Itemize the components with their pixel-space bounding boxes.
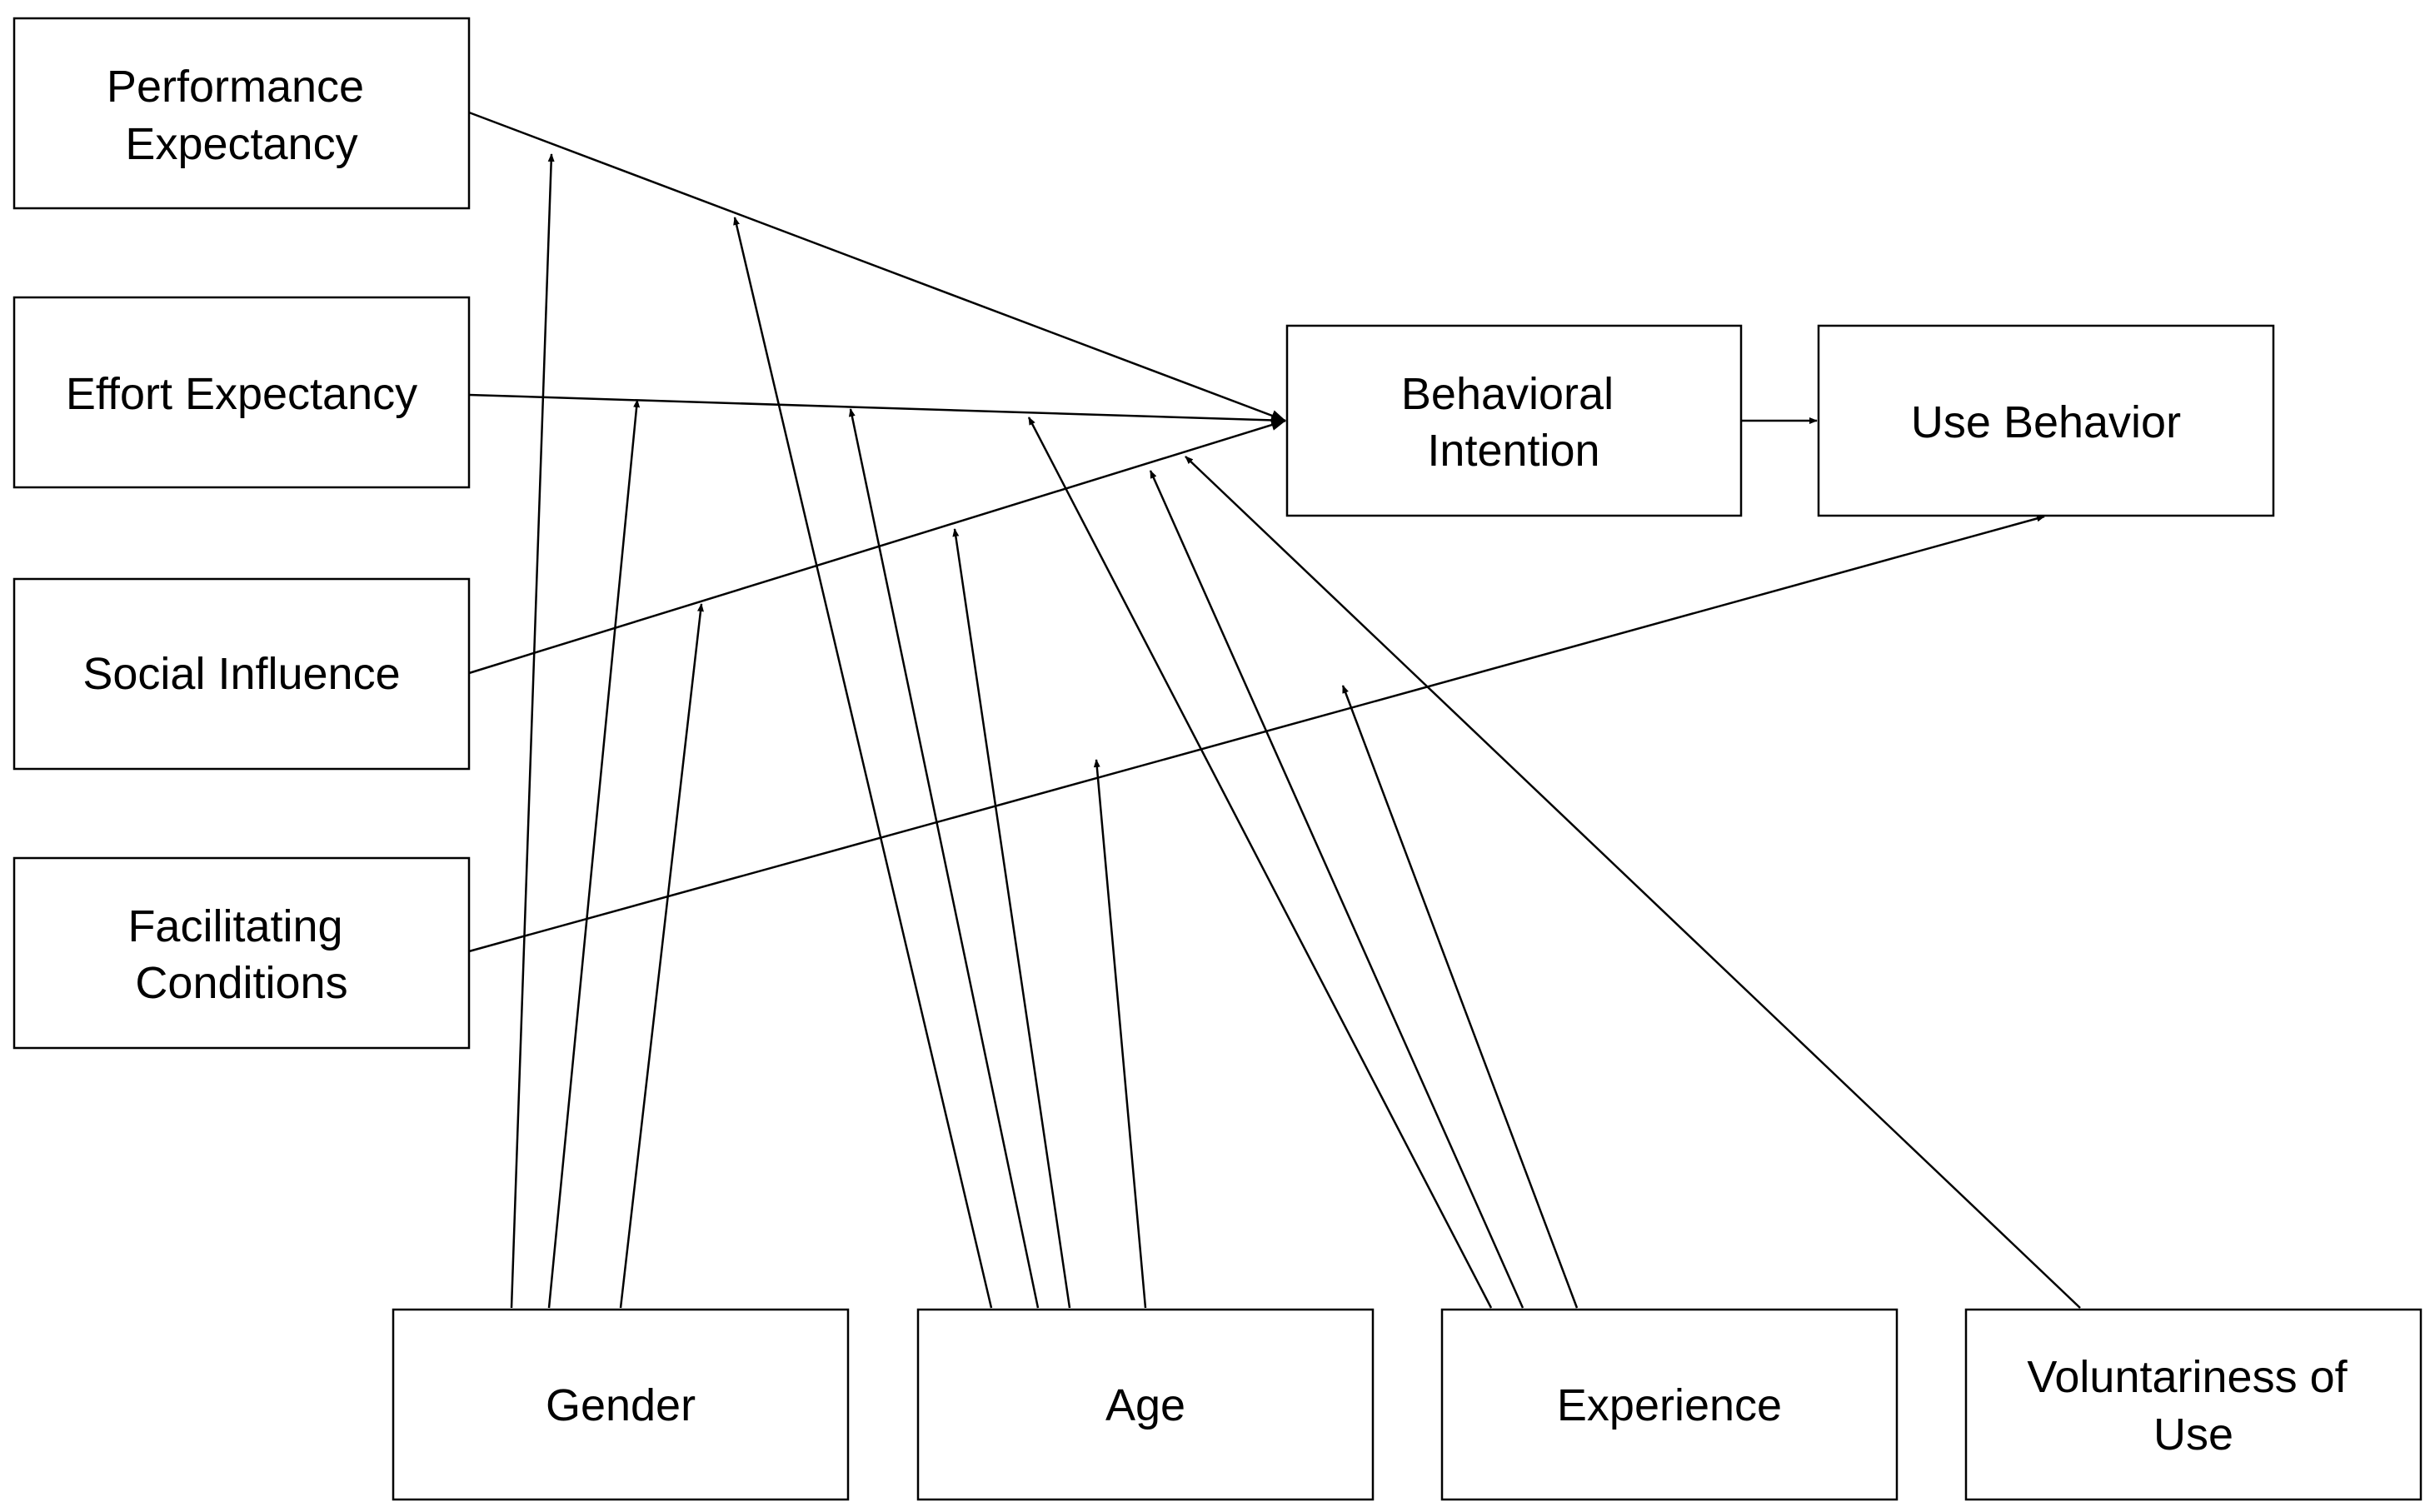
edge-age-to-social-moderation	[952, 528, 1071, 1309]
node-use-behavior-line-1: Use Behavior	[1911, 397, 2181, 447]
edge-gender-to-social-moderation	[619, 603, 704, 1309]
edge-experience-to-facilitating-moderation	[1341, 685, 1579, 1309]
node-voluntariness-of-use-line-1: Voluntariness of	[2027, 1352, 2348, 1402]
node-performance-expectancy-line-2: Expectancy	[125, 119, 357, 169]
svg-text:Behavioral Intention: Behavioral Intention	[1401, 369, 1626, 476]
svg-text:Gender: Gender	[546, 1380, 696, 1430]
node-age-line-1: Age	[1105, 1380, 1185, 1430]
node-effort-expectancy: Effort Expectancy	[12, 296, 471, 489]
edge-social-influence-to-behavioral-intention	[468, 419, 1286, 675]
svg-text:Use Behavior: Use Behavior	[1911, 397, 2181, 447]
svg-text:Voluntariness of Use: Voluntariness of Use	[2027, 1352, 2359, 1460]
node-experience-line-1: Experience	[1557, 1380, 1782, 1430]
node-facilitating-conditions: Facilitating Conditions	[12, 856, 471, 1050]
node-performance-expectancy-line-1: Performance	[107, 62, 364, 112]
node-gender: Gender	[392, 1308, 850, 1501]
edge-voluntariness-to-social-moderation	[1185, 456, 2081, 1309]
svg-text:Social Influence: Social Influence	[82, 649, 400, 699]
node-facilitating-conditions-line-1: Facilitating	[127, 901, 342, 951]
edge-age-to-performance-moderation	[733, 217, 993, 1309]
svg-text:Age: Age	[1105, 1380, 1185, 1430]
edge-facilitating-conditions-to-use-behavior	[468, 515, 2045, 953]
edge-experience-to-effort-moderation	[1027, 417, 1493, 1309]
svg-text:Experience: Experience	[1557, 1380, 1782, 1430]
node-facilitating-conditions-line-2: Conditions	[135, 958, 347, 1008]
edge-gender-to-effort-moderation	[547, 399, 641, 1309]
svg-text:Facilitating Conditions: Facilitating Conditions	[127, 901, 355, 1008]
node-behavioral-intention-line-1: Behavioral	[1401, 369, 1614, 419]
node-voluntariness-of-use-line-2: Use	[2153, 1410, 2233, 1460]
node-behavioral-intention-line-2: Intention	[1427, 426, 1599, 476]
svg-text:Performance Expectancy: Performance Expectancy	[107, 62, 377, 169]
node-effort-expectancy-line-1: Effort Expectancy	[66, 369, 417, 419]
edge-age-to-facilitating-moderation	[1093, 759, 1147, 1309]
edge-experience-to-social-moderation	[1149, 470, 1524, 1309]
node-social-influence: Social Influence	[12, 577, 471, 771]
edge-gender-to-performance-moderation	[510, 153, 555, 1309]
node-experience: Experience	[1440, 1308, 1899, 1501]
node-performance-expectancy: Performance Expectancy	[12, 17, 471, 210]
node-social-influence-line-1: Social Influence	[82, 649, 400, 699]
node-use-behavior: Use Behavior	[1817, 324, 2275, 517]
edge-age-to-effort-moderation	[848, 408, 1040, 1309]
node-behavioral-intention: Behavioral Intention	[1285, 324, 1743, 517]
node-age: Age	[916, 1308, 1375, 1501]
node-gender-line-1: Gender	[546, 1380, 696, 1430]
svg-text:Effort Expectancy: Effort Expectancy	[66, 369, 417, 419]
node-voluntariness-of-use: Voluntariness of Use	[1964, 1308, 2423, 1501]
edge-performance-expectancy-to-behavioral-intention	[468, 111, 1286, 422]
edges	[468, 111, 2081, 1309]
edge-effort-expectancy-to-behavioral-intention	[468, 393, 1286, 427]
